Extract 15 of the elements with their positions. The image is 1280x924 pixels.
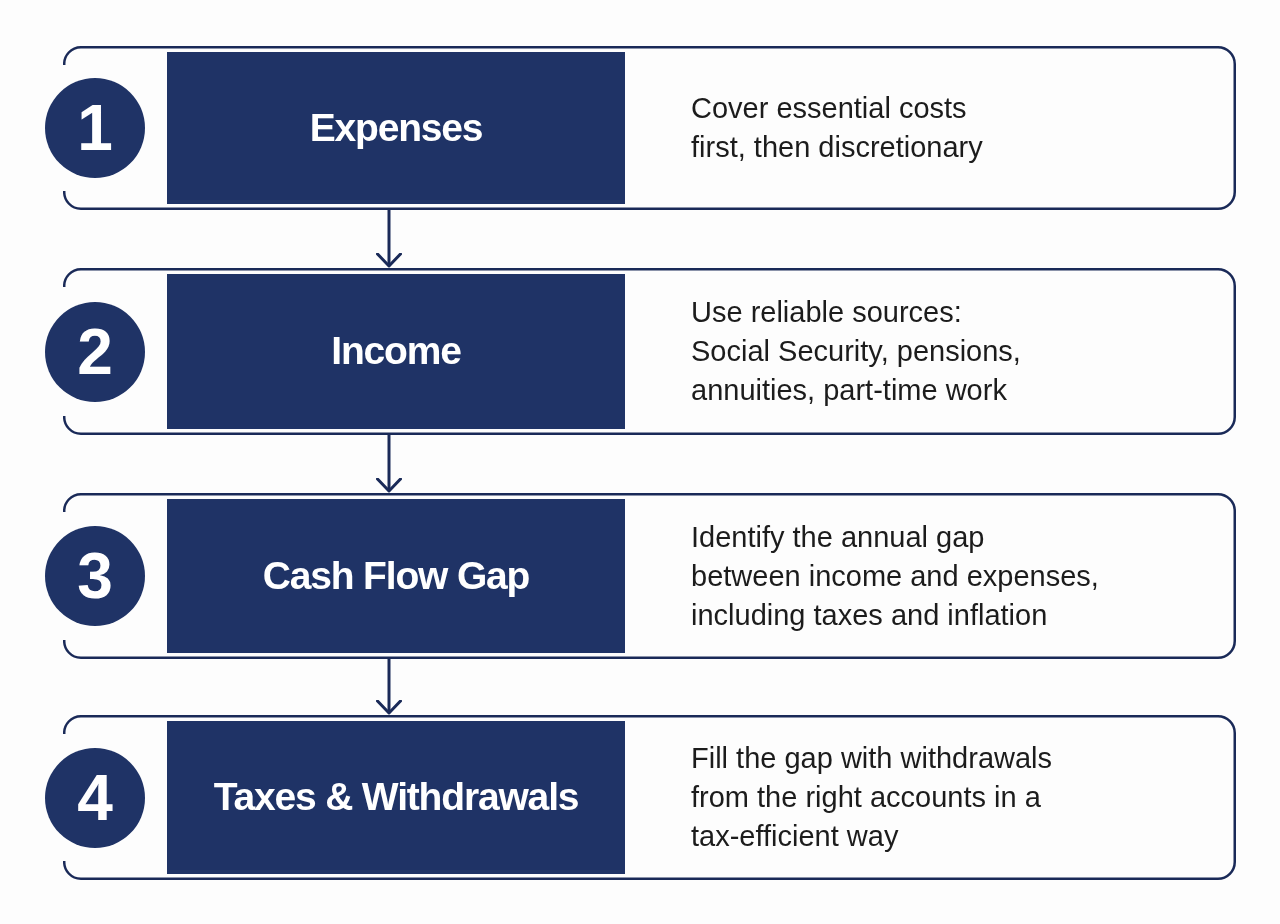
step-card bbox=[63, 493, 1236, 659]
step-card bbox=[63, 46, 1236, 210]
step-description: Identify the annual gap between income and expenses, including taxes and inflation bbox=[691, 519, 1100, 633]
step-description: Cover essential costs first, then discretionary bbox=[691, 91, 984, 165]
arrow bbox=[376, 435, 402, 493]
step-title-banner: Expenses bbox=[167, 52, 625, 204]
step-card bbox=[63, 268, 1236, 435]
step-description: Fill the gap with withdrawals from the right accounts in a tax-efficient way bbox=[691, 741, 1054, 854]
step-title-banner: Taxes & Withdrawals bbox=[167, 721, 625, 874]
step-title-banner: Cash Flow Gap bbox=[167, 499, 625, 653]
arrow bbox=[376, 659, 402, 715]
arrow bbox=[376, 210, 402, 268]
step-card bbox=[63, 715, 1236, 880]
step-title-banner: Income bbox=[167, 274, 625, 429]
step-description: Use reliable sources: Social Security, pensions, annuities, part-time work bbox=[691, 295, 1022, 408]
